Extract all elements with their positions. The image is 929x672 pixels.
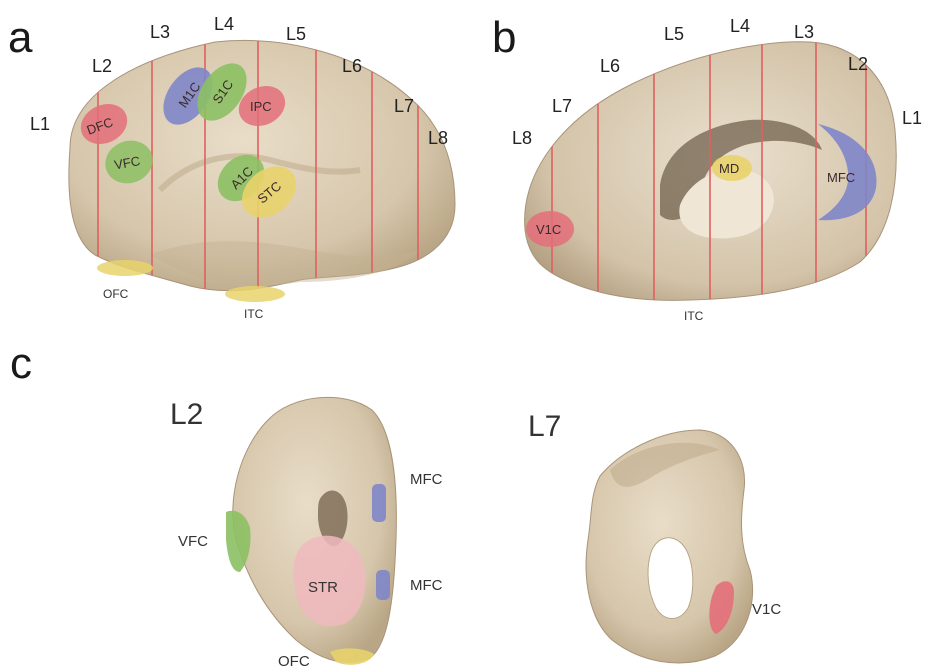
lateral-level-label: L2	[92, 56, 112, 76]
medial-level-label: L8	[512, 128, 532, 148]
label-ofc-section: OFC	[278, 653, 310, 670]
label-v1c-section: V1C	[752, 601, 781, 618]
medial-level-label: L3	[794, 22, 814, 42]
label-mfc-medial: MFC	[827, 170, 855, 185]
panel-letter-c: c	[10, 339, 32, 388]
label-str: STR	[308, 579, 338, 596]
label-mfc-upper: MFC	[410, 471, 443, 488]
label-mfc-lower: MFC	[410, 577, 443, 594]
panel-letter-b: b	[492, 13, 516, 62]
section-l2-shape	[233, 397, 397, 662]
section-title-l7: L7	[528, 410, 561, 443]
region-mfc-lower	[376, 570, 390, 600]
medial-level-label: L6	[600, 56, 620, 76]
medial-level-label: L7	[552, 96, 572, 116]
label-ofc-lateral: OFC	[103, 287, 129, 301]
medial-level-label: L5	[664, 24, 684, 44]
lateral-level-label: L7	[394, 96, 414, 116]
medial-level-label: L4	[730, 16, 750, 36]
lateral-level-label: L8	[428, 128, 448, 148]
region-itc	[225, 286, 285, 302]
label-itc-medial: ITC	[684, 309, 704, 323]
medial-brain: MD MFC V1C ITC	[525, 35, 897, 323]
lateral-level-label: L4	[214, 14, 234, 34]
label-itc-lateral: ITC	[244, 307, 264, 321]
section-title-l2: L2	[170, 398, 203, 431]
label-v1c-medial: V1C	[536, 222, 561, 237]
panel-letter-a: a	[8, 13, 33, 62]
coronal-section-l2: STR MFC MFC VFC OFC	[178, 397, 443, 670]
coronal-section-l7: V1C	[586, 430, 781, 663]
label-vfc-section: VFC	[178, 533, 208, 550]
lateral-level-label: L1	[30, 114, 50, 134]
lateral-brain: DFC VFC M1C S1C IPC A1C STC OFC ITC	[69, 30, 455, 321]
lateral-level-label: L6	[342, 56, 362, 76]
section-l7-cavity	[648, 538, 693, 619]
label-md: MD	[719, 161, 739, 176]
medial-level-label: L2	[848, 54, 868, 74]
region-mfc-upper	[372, 484, 386, 522]
lateral-level-label: L3	[150, 22, 170, 42]
lateral-level-label: L5	[286, 24, 306, 44]
medial-level-label: L1	[902, 108, 922, 128]
region-ofc	[97, 260, 153, 276]
label-ipc: IPC	[250, 99, 272, 114]
